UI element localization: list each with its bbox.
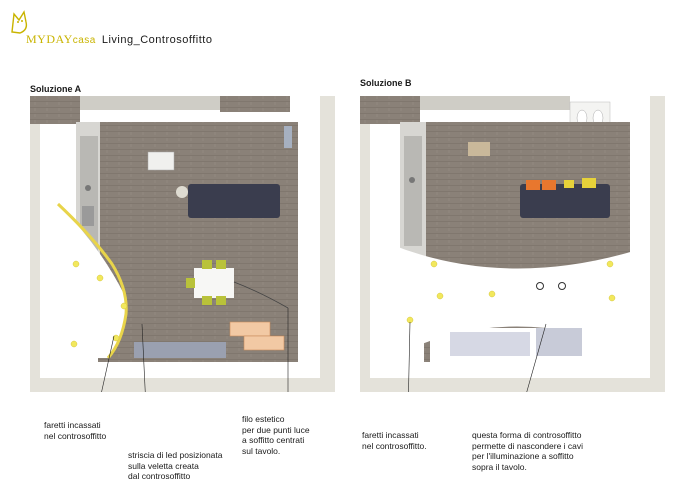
chair xyxy=(216,296,226,305)
note-decorative-wire: filo estetico per due punti luce a soffi… xyxy=(242,414,310,456)
window xyxy=(284,126,292,148)
shelf xyxy=(243,335,285,351)
leader-line xyxy=(101,335,115,392)
cushion xyxy=(582,178,596,188)
spotlight xyxy=(606,260,614,268)
window-blinds xyxy=(134,342,226,358)
spotlight xyxy=(70,340,78,348)
top-wall xyxy=(420,96,570,110)
sink xyxy=(82,206,94,226)
window-blinds xyxy=(536,328,582,356)
top-left-room-floor xyxy=(30,96,80,124)
chair xyxy=(202,296,212,305)
cushion xyxy=(564,180,574,188)
hob xyxy=(85,185,91,191)
cushion xyxy=(542,180,556,190)
spotlight xyxy=(608,294,616,302)
led-strip xyxy=(56,202,128,359)
top-left-room-floor xyxy=(360,96,420,124)
brand-suffix: casa xyxy=(72,35,96,46)
kitchen-cabinets xyxy=(404,136,422,246)
spotlight xyxy=(120,302,128,310)
sofa xyxy=(520,184,610,218)
brand-title: MYDAYcasa Living_Controsoffitto xyxy=(26,32,212,47)
ceiling-light xyxy=(536,282,544,290)
spotlight xyxy=(436,292,444,300)
logo: MYDAYcasa Living_Controsoffitto xyxy=(6,6,212,50)
page-title: Living_Controsoffitto xyxy=(101,34,213,46)
top-wall xyxy=(80,96,220,110)
ceiling-light xyxy=(558,282,566,290)
appliance-block xyxy=(468,142,490,156)
chair xyxy=(202,260,212,269)
cushion xyxy=(526,180,540,190)
note-led-strip: striscia di led posizionata sulla velett… xyxy=(128,450,223,481)
false-ceiling xyxy=(48,204,126,358)
appliance-block xyxy=(147,151,175,171)
window-blinds xyxy=(450,332,530,356)
leader-line xyxy=(526,323,547,392)
note-spotlights-a: faretti incassati nel controsoffitto xyxy=(44,420,107,441)
hob xyxy=(409,177,415,183)
chair xyxy=(186,278,195,288)
shelf xyxy=(229,321,271,337)
note-spotlights-b: faretti incassati nel controsoffitto. xyxy=(362,430,427,451)
spotlight xyxy=(96,274,104,282)
spotlight xyxy=(112,334,120,342)
note-ceiling-shape: questa forma di controsoffitto permette … xyxy=(472,430,584,472)
armchair xyxy=(176,186,188,198)
plan-a-drawing xyxy=(30,96,335,392)
brand-name: MYDAY xyxy=(26,32,73,46)
chair xyxy=(216,260,226,269)
right-wall xyxy=(298,112,320,378)
cat-logo-icon xyxy=(11,10,28,34)
solution-b-label: Soluzione B xyxy=(360,78,412,88)
dining-table xyxy=(194,268,234,298)
spotlight xyxy=(430,260,438,268)
solution-a-label: Soluzione A xyxy=(30,84,82,94)
decorative-wire xyxy=(233,281,289,309)
plan-b-drawing xyxy=(360,96,665,392)
top-right-room-floor xyxy=(220,96,290,112)
spotlight xyxy=(72,260,80,268)
spotlight xyxy=(488,290,496,298)
leader-line xyxy=(408,321,411,392)
sofa xyxy=(188,184,280,218)
leader-line xyxy=(141,323,146,392)
